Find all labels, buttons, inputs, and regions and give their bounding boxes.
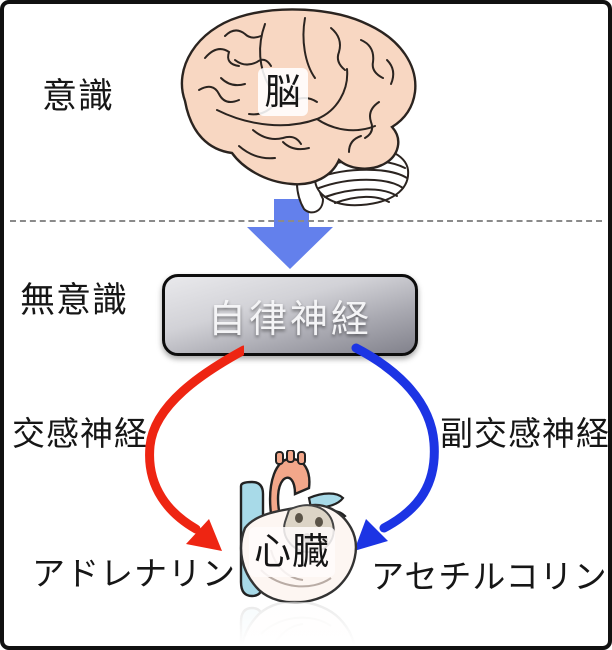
adrenaline-label: アドレナリン — [32, 555, 236, 592]
parasympathetic-arrow-icon — [351, 343, 439, 551]
heart-tag-label: 心臓 — [254, 530, 330, 572]
sympathetic-arrow-icon — [145, 345, 244, 551]
conscious-unconscious-divider — [10, 220, 602, 222]
parasympathetic-label: 副交感神経 — [440, 415, 610, 452]
brain-tag-label: 脳 — [264, 71, 302, 113]
autonomic-nerve-label: 自律神経 — [207, 298, 372, 341]
acetylcholine-label: アセチルコリン — [371, 558, 608, 595]
conscious-zone-label: 意識 — [42, 77, 115, 116]
brain-tag: 脳 — [258, 68, 308, 116]
unconscious-zone-label: 無意識 — [20, 281, 129, 320]
flow-down-arrow-icon — [247, 199, 333, 269]
autonomic-nerve-box: 自律神経 — [162, 274, 418, 356]
heart-reflection — [239, 600, 358, 646]
heart-tag: 心臓 — [249, 527, 335, 577]
sympathetic-label: 交感神経 — [12, 415, 148, 452]
